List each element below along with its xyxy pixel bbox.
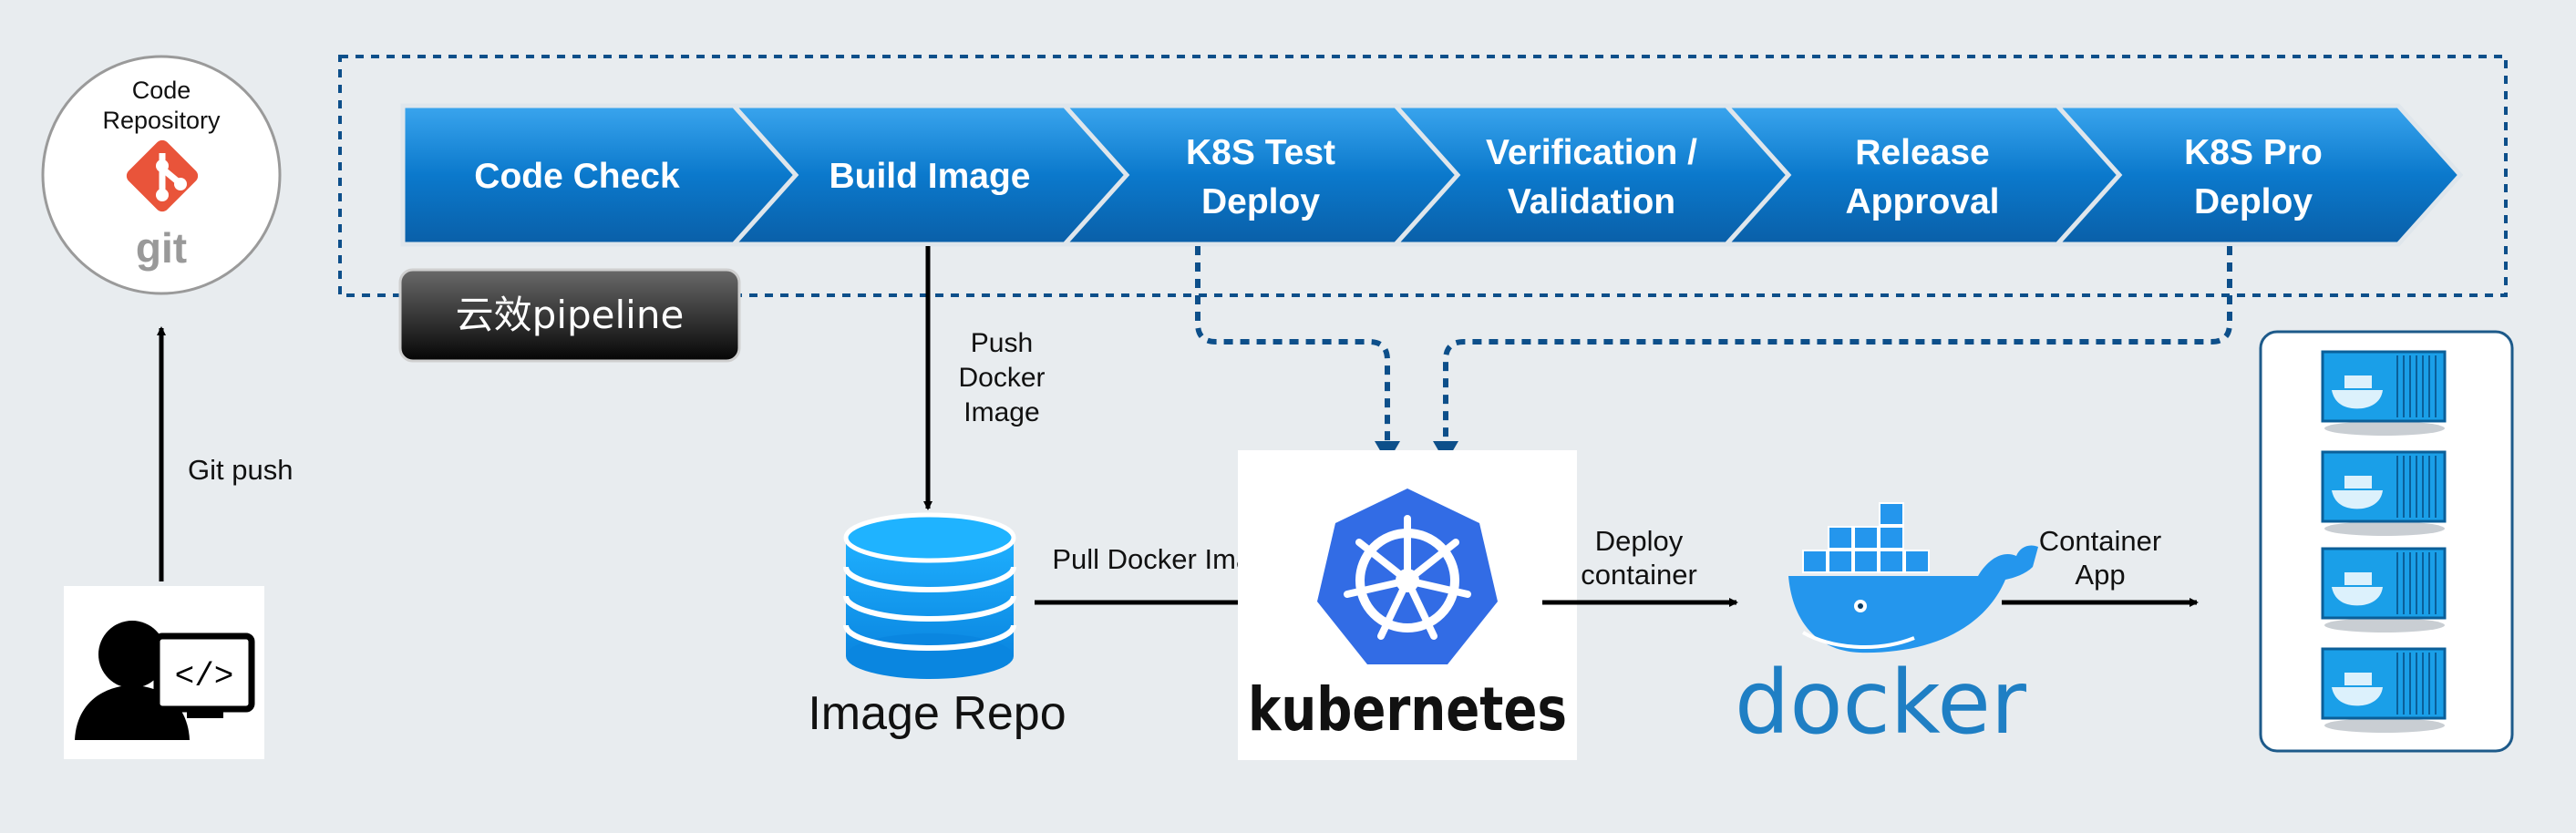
- container-stack: [2321, 350, 2447, 733]
- push-image-label-line1: Push: [971, 328, 1033, 358]
- developer-icon: [75, 621, 255, 740]
- image-repo-node: Image Repo: [808, 512, 1066, 740]
- code-repository-label-line1: Code: [132, 77, 191, 104]
- stage-label-4-line1: Verification /: [1486, 133, 1697, 172]
- git-logo-icon: [126, 139, 199, 212]
- git-push-label: Git push: [188, 454, 293, 486]
- deploy-label-line2: container: [1581, 559, 1697, 591]
- pipeline-frame: [338, 55, 2508, 297]
- docker-node: docker: [1735, 502, 2038, 754]
- developer-node: </>: [64, 586, 264, 759]
- stage-chevron-4: [1390, 103, 1802, 247]
- pipeline-badge-label: 云效pipeline: [456, 293, 685, 337]
- stage-label-5-line1: Release: [1855, 133, 1989, 172]
- push-image-label-line2: Docker: [958, 363, 1045, 393]
- kubernetes-node: kubernetes: [1238, 450, 1577, 760]
- stage-label-3-line2: Deploy: [1201, 182, 1320, 221]
- image-repo-label: Image Repo: [808, 687, 1066, 740]
- stage-chevron-5: [1721, 103, 2133, 247]
- test-deploy-connector: [1195, 246, 1390, 441]
- docker-wordmark: docker: [1735, 652, 2027, 754]
- push-image-label-line3: Image: [963, 397, 1039, 427]
- stage-label-6-line1: K8S Pro: [2184, 133, 2323, 172]
- container-icon: [2321, 450, 2447, 536]
- deploy-label-line1: Deploy: [1595, 525, 1684, 557]
- app-label-line1: Container: [2039, 525, 2161, 557]
- stage-label-2-line1: Build Image: [829, 157, 1030, 196]
- container-icon: [2321, 547, 2447, 632]
- pro-deploy-connector: [1443, 246, 2232, 441]
- app-label-line2: App: [2075, 559, 2125, 591]
- container-icon: [2321, 647, 2447, 733]
- stage-chevron-6: [2052, 103, 2464, 247]
- code-symbol: </>: [175, 658, 234, 695]
- stage-label-4-line2: Validation: [1508, 182, 1675, 221]
- pipeline-badge: 云效pipeline: [398, 268, 741, 363]
- stage-label-1-line1: Code Check: [474, 157, 680, 196]
- container-icon: [2321, 350, 2447, 436]
- code-repository-label-line2: Repository: [102, 107, 221, 134]
- database-icon: [843, 512, 1016, 679]
- stage-label-5-line2: Approval: [1845, 182, 1999, 221]
- kubernetes-wordmark: kubernetes: [1248, 674, 1567, 745]
- kubernetes-helm-icon: [1317, 488, 1498, 664]
- stage-label-6-line2: Deploy: [2194, 182, 2313, 221]
- code-repository-node: Code Repository git: [41, 55, 282, 295]
- stage-label-3-line1: K8S Test: [1186, 133, 1335, 172]
- git-wordmark: git: [136, 224, 187, 272]
- stage-chevron-3: [1059, 103, 1471, 247]
- docker-whale-icon: [1788, 502, 2038, 653]
- container-app-node: [2259, 330, 2514, 753]
